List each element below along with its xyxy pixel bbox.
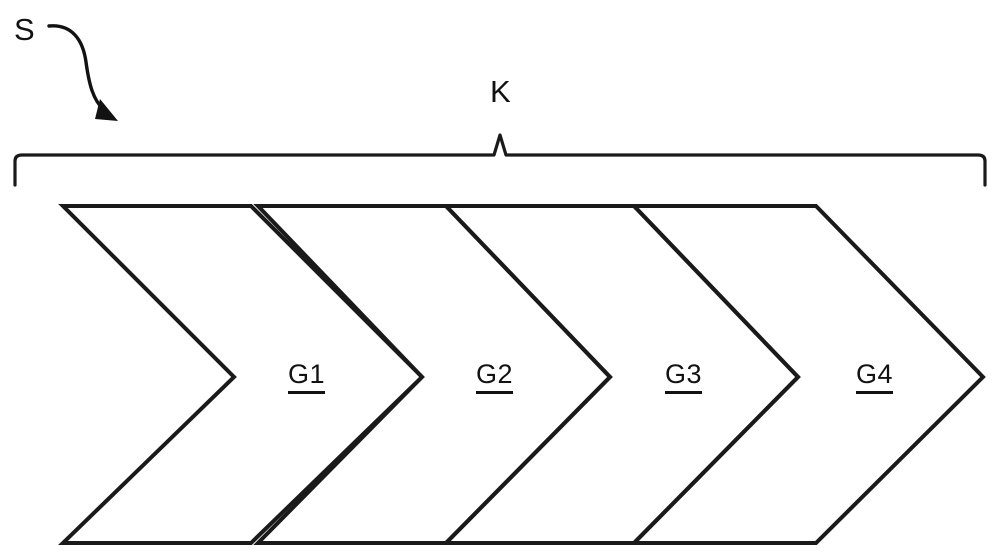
chain-label: K [490,74,512,109]
chevron-label-g1: G1 [288,361,326,394]
chevron-label-g4: G4 [856,361,894,394]
chevron-group-1[interactable] [58,204,425,545]
chain-brace [13,133,987,187]
chevron-label-g2: G2 [476,361,514,394]
chevron-group-4[interactable] [629,204,986,545]
chevron-label-g3: G3 [665,361,703,394]
system-label: S [14,12,36,47]
system-leader-arrow [47,24,118,121]
